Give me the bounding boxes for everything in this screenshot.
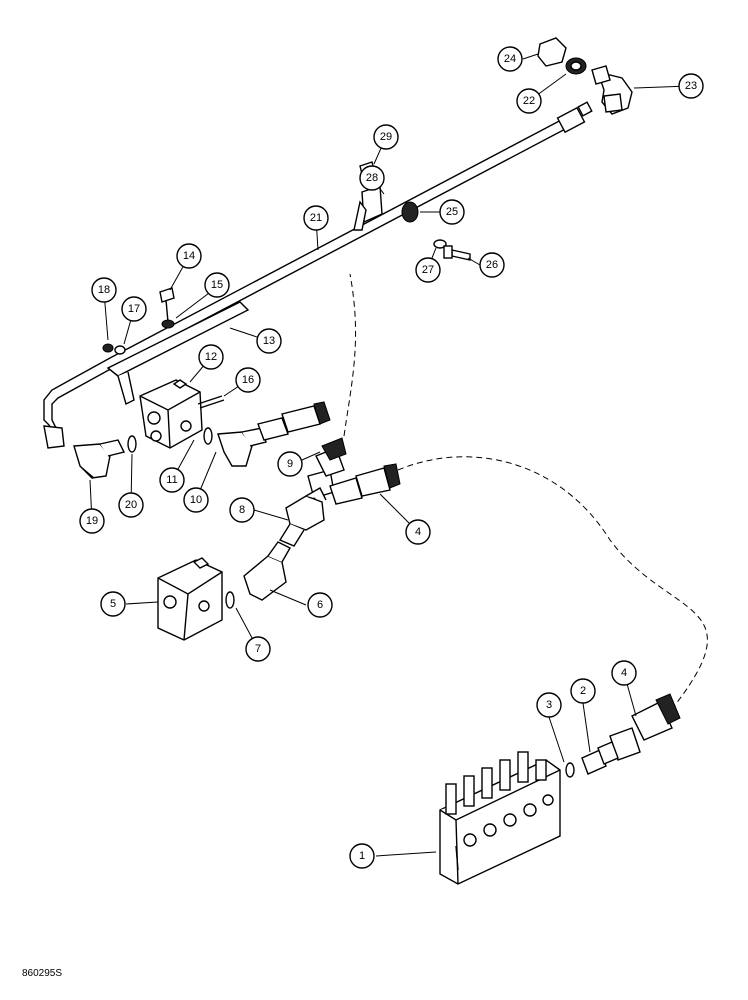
callout-28: 28 (359, 165, 385, 191)
tee-fitting-8 (278, 487, 327, 547)
callout-17: 17 (121, 296, 147, 322)
nut-24 (537, 37, 567, 67)
hose-end-9-straight (257, 401, 331, 441)
o-ring-11 (203, 427, 213, 445)
callout-11: 11 (159, 467, 185, 493)
callout-label: 2 (580, 685, 586, 697)
callout-label: 21 (310, 212, 322, 224)
callout-label: 7 (255, 643, 261, 655)
control-valve-1 (439, 751, 561, 885)
callout-label: 9 (287, 458, 293, 470)
callout-label: 12 (205, 351, 217, 363)
bolt-14 (159, 287, 175, 323)
callout-label: 13 (263, 335, 275, 347)
bolt-16 (197, 395, 225, 409)
callout-15: 15 (204, 272, 230, 298)
callout-label: 23 (685, 80, 697, 92)
callout-6: 6 (307, 592, 333, 618)
callout-label: 11 (166, 474, 177, 486)
callout-4-lower: 4 (611, 660, 637, 686)
tube-nut-lower (43, 425, 65, 449)
mounting-plate-13 (106, 301, 250, 406)
bolt-26 (443, 245, 471, 261)
callout-label: 28 (366, 172, 378, 184)
sleeve-22 (565, 57, 587, 75)
callout-label: 14 (183, 250, 195, 262)
hose-end-4-upper (329, 463, 401, 505)
callout-16: 16 (235, 367, 261, 393)
elbow-10 (217, 427, 267, 467)
callout-label: 20 (125, 499, 137, 511)
callout-19: 19 (79, 508, 105, 534)
callout-24: 24 (497, 46, 523, 72)
callout-label: 29 (380, 131, 392, 143)
callout-label: 4 (621, 667, 627, 679)
callout-label: 26 (486, 259, 498, 271)
figure-code: 860295S (22, 968, 63, 979)
callout-23: 23 (678, 73, 704, 99)
callout-21: 21 (303, 205, 329, 231)
hose-dashed (343, 273, 708, 715)
callout-9: 9 (277, 451, 303, 477)
washer-17 (114, 345, 126, 355)
o-ring-3 (565, 762, 575, 778)
callout-5: 5 (100, 591, 126, 617)
callout-22: 22 (516, 88, 542, 114)
lock-washer-15 (161, 319, 175, 329)
callout-label: 6 (317, 599, 323, 611)
callout-label: 1 (359, 850, 365, 862)
callout-29: 29 (373, 124, 399, 150)
valve-block-5 (157, 557, 223, 641)
callout-label: 4 (415, 526, 421, 538)
callout-12: 12 (198, 344, 224, 370)
nut-18 (102, 343, 114, 353)
callout-13: 13 (256, 328, 282, 354)
leader-lines (89, 53, 690, 857)
callout-18: 18 (91, 277, 117, 303)
callout-1: 1 (349, 843, 375, 869)
callout-label: 25 (446, 206, 458, 218)
callout-2: 2 (570, 678, 596, 704)
clamp-25 (401, 201, 419, 223)
elbow-fitting-23 (591, 65, 633, 115)
callout-label: 8 (239, 504, 245, 516)
callout-label: 17 (128, 303, 140, 315)
callout-label: 18 (98, 284, 110, 296)
elbow-19 (73, 439, 126, 479)
callout-label: 16 (242, 374, 254, 386)
callout-label: 15 (211, 279, 223, 291)
callout-25: 25 (439, 199, 465, 225)
callout-label: 24 (504, 53, 516, 65)
o-ring-20 (127, 435, 137, 453)
callout-8: 8 (229, 497, 255, 523)
callout-label: 10 (190, 494, 202, 506)
hose-end-4-lower (609, 693, 681, 761)
callout-label: 19 (86, 515, 98, 527)
callout-3: 3 (536, 692, 562, 718)
callout-4-upper: 4 (405, 519, 431, 545)
callout-26: 26 (479, 252, 505, 278)
bracket-28 (353, 185, 383, 231)
callout-10: 10 (183, 487, 209, 513)
adapter-2 (581, 741, 619, 775)
o-ring-7 (225, 591, 235, 609)
valve-block-12 (139, 379, 203, 449)
callout-7: 7 (245, 636, 271, 662)
tube-nut-upper (556, 101, 593, 134)
callout-27: 27 (415, 257, 441, 283)
callout-label: 22 (523, 95, 535, 107)
callout-label: 3 (546, 699, 552, 711)
callout-14: 14 (176, 243, 202, 269)
callout-label: 5 (110, 598, 116, 610)
callout-20: 20 (118, 492, 144, 518)
elbow-6 (243, 541, 291, 601)
washer-27 (433, 239, 447, 249)
callout-label: 27 (422, 264, 434, 276)
